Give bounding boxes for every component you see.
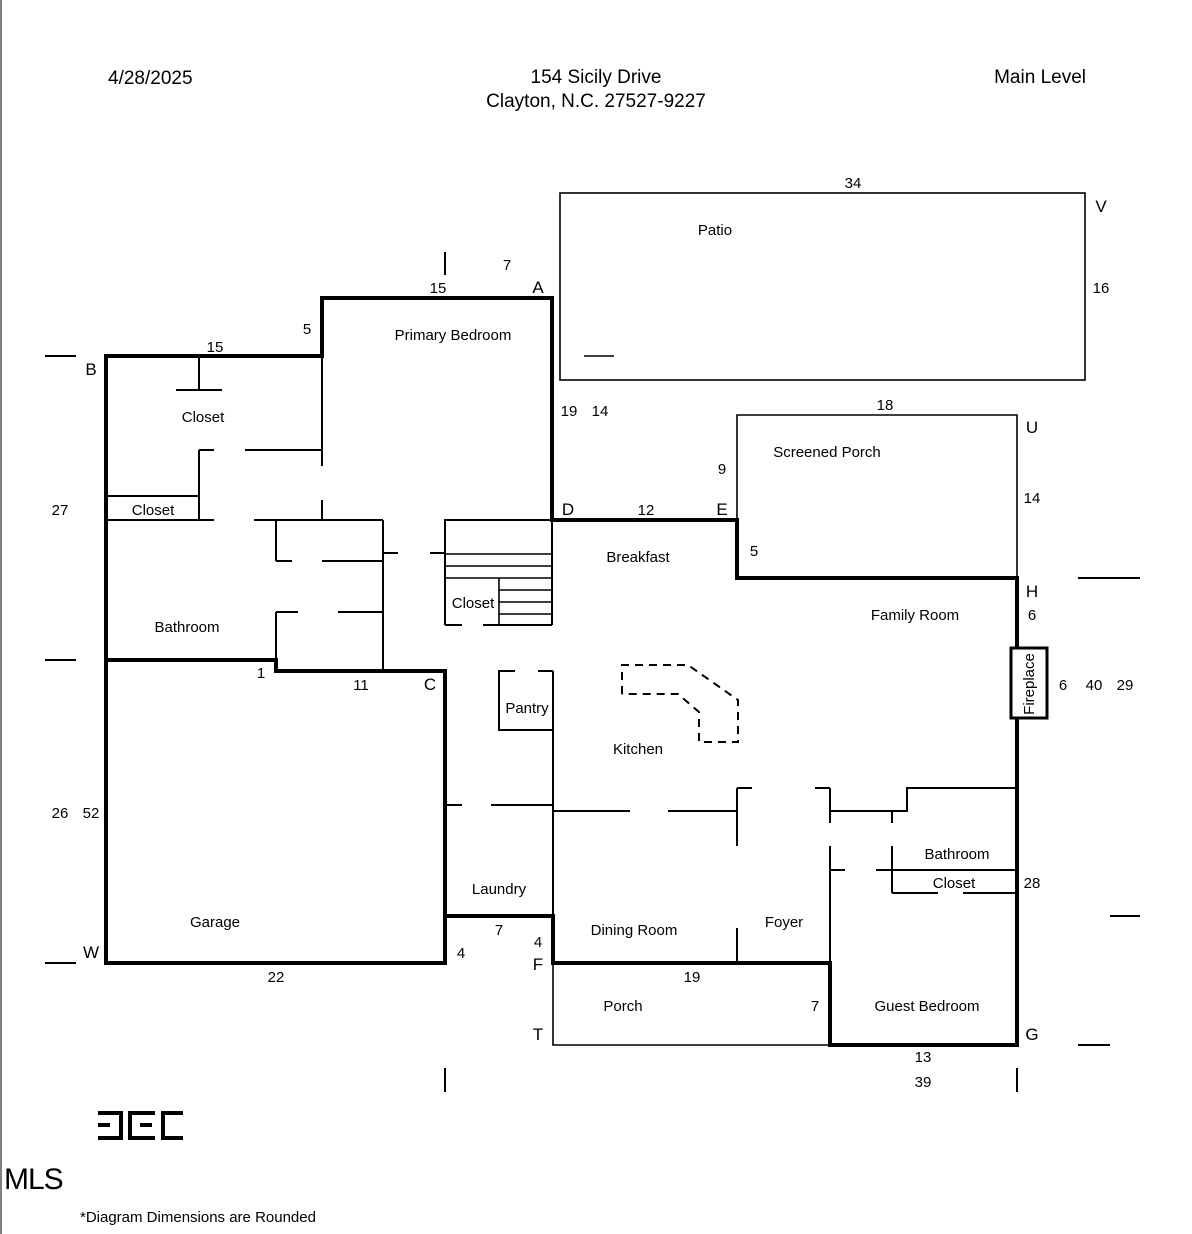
garage-top-wall <box>104 658 447 918</box>
dim-screened-left: 9 <box>718 461 726 478</box>
exterior-wall-upper <box>104 296 1019 662</box>
label-bathroom-right: Bathroom <box>924 846 989 863</box>
dim-right-40: 40 <box>1086 677 1103 694</box>
dim-h-6: 6 <box>1028 607 1036 624</box>
dim-fireplace-6: 6 <box>1059 677 1067 694</box>
label-kitchen: Kitchen <box>613 741 663 758</box>
dim-left-26: 26 <box>52 805 69 822</box>
interior-wall <box>830 787 1017 812</box>
point-b: B <box>85 360 96 379</box>
plan-date: 4/28/2025 <box>108 68 193 89</box>
label-patio: Patio <box>698 222 732 239</box>
point-t: T <box>533 1025 543 1044</box>
kitchen-island <box>621 664 739 743</box>
point-v: V <box>1095 197 1107 216</box>
patio-outline <box>559 192 1086 381</box>
dim-left-top: 15 <box>207 339 224 356</box>
exterior-wall-right <box>104 658 1019 1047</box>
point-e: E <box>716 500 727 519</box>
dim-screened-top: 18 <box>877 397 894 414</box>
label-pantry: Pantry <box>505 700 549 717</box>
point-a: A <box>532 278 544 297</box>
point-u: U <box>1026 418 1038 437</box>
level-label: Main Level <box>994 67 1086 88</box>
label-closet-stairs: Closet <box>452 595 495 612</box>
front-porch-outline <box>552 963 830 1046</box>
screened-porch-outline <box>736 414 1018 578</box>
dim-primary-right-19: 19 <box>561 403 578 420</box>
mls-logo: MLS <box>4 1163 63 1196</box>
dim-bottom-13: 13 <box>915 1049 932 1066</box>
dim-right-28: 28 <box>1024 875 1041 892</box>
point-h: H <box>1026 582 1038 601</box>
label-closet-left: Closet <box>132 502 175 519</box>
label-foyer: Foyer <box>765 914 803 931</box>
dim-primary-right-14: 14 <box>592 403 609 420</box>
point-g: G <box>1025 1025 1038 1044</box>
label-screened-porch: Screened Porch <box>773 444 881 461</box>
label-breakfast: Breakfast <box>606 549 670 566</box>
dim-e-down: 5 <box>750 543 758 560</box>
label-family-room: Family Room <box>871 607 959 624</box>
dim-patio-top: 34 <box>845 175 862 192</box>
dim-porch-top: 19 <box>684 969 701 986</box>
dim-garage-4: 4 <box>457 945 465 962</box>
point-c: C <box>424 675 436 694</box>
dim-left-27: 27 <box>52 502 69 519</box>
stair-closet-wall <box>444 519 552 625</box>
dim-right-29: 29 <box>1117 677 1134 694</box>
fireplace-label: Fireplace <box>1021 653 1038 715</box>
dim-screened-right: 14 <box>1024 490 1041 507</box>
label-laundry: Laundry <box>472 881 527 898</box>
point-d: D <box>562 500 574 519</box>
label-bathroom-left: Bathroom <box>154 619 219 636</box>
address-line-2: Clayton, N.C. 27527-9227 <box>486 91 706 112</box>
dim-step-5: 5 <box>303 321 311 338</box>
dec-logo <box>98 1111 183 1140</box>
label-dining-room: Dining Room <box>591 922 678 939</box>
dim-laundry-7: 7 <box>495 922 503 939</box>
point-f: F <box>533 955 543 974</box>
dim-bottom-39: 39 <box>915 1074 932 1091</box>
dim-d-e: 12 <box>638 502 655 519</box>
label-primary-bedroom: Primary Bedroom <box>395 327 512 344</box>
fireplace-box <box>1009 646 1049 720</box>
label-porch: Porch <box>603 998 642 1015</box>
dim-bath-11: 11 <box>353 677 369 694</box>
dim-f-4: 4 <box>534 934 542 951</box>
address-line-1: 154 Sicily Drive <box>531 67 662 88</box>
label-guest-bedroom: Guest Bedroom <box>874 998 979 1015</box>
dim-left-52: 52 <box>83 805 100 822</box>
dim-porch-7: 7 <box>811 998 819 1015</box>
dim-garage-bottom: 22 <box>268 969 285 986</box>
dim-patio-right: 16 <box>1093 280 1110 297</box>
dim-notch-1: 1 <box>257 665 265 682</box>
point-w: W <box>83 943 99 962</box>
label-closet-right: Closet <box>933 875 976 892</box>
label-closet-top: Closet <box>182 409 225 426</box>
pantry-wall <box>498 670 553 731</box>
dim-top-7: 7 <box>503 257 511 274</box>
label-garage: Garage <box>190 914 240 931</box>
dim-primary-top: 15 <box>430 280 447 297</box>
footnote: *Diagram Dimensions are Rounded <box>80 1209 316 1226</box>
